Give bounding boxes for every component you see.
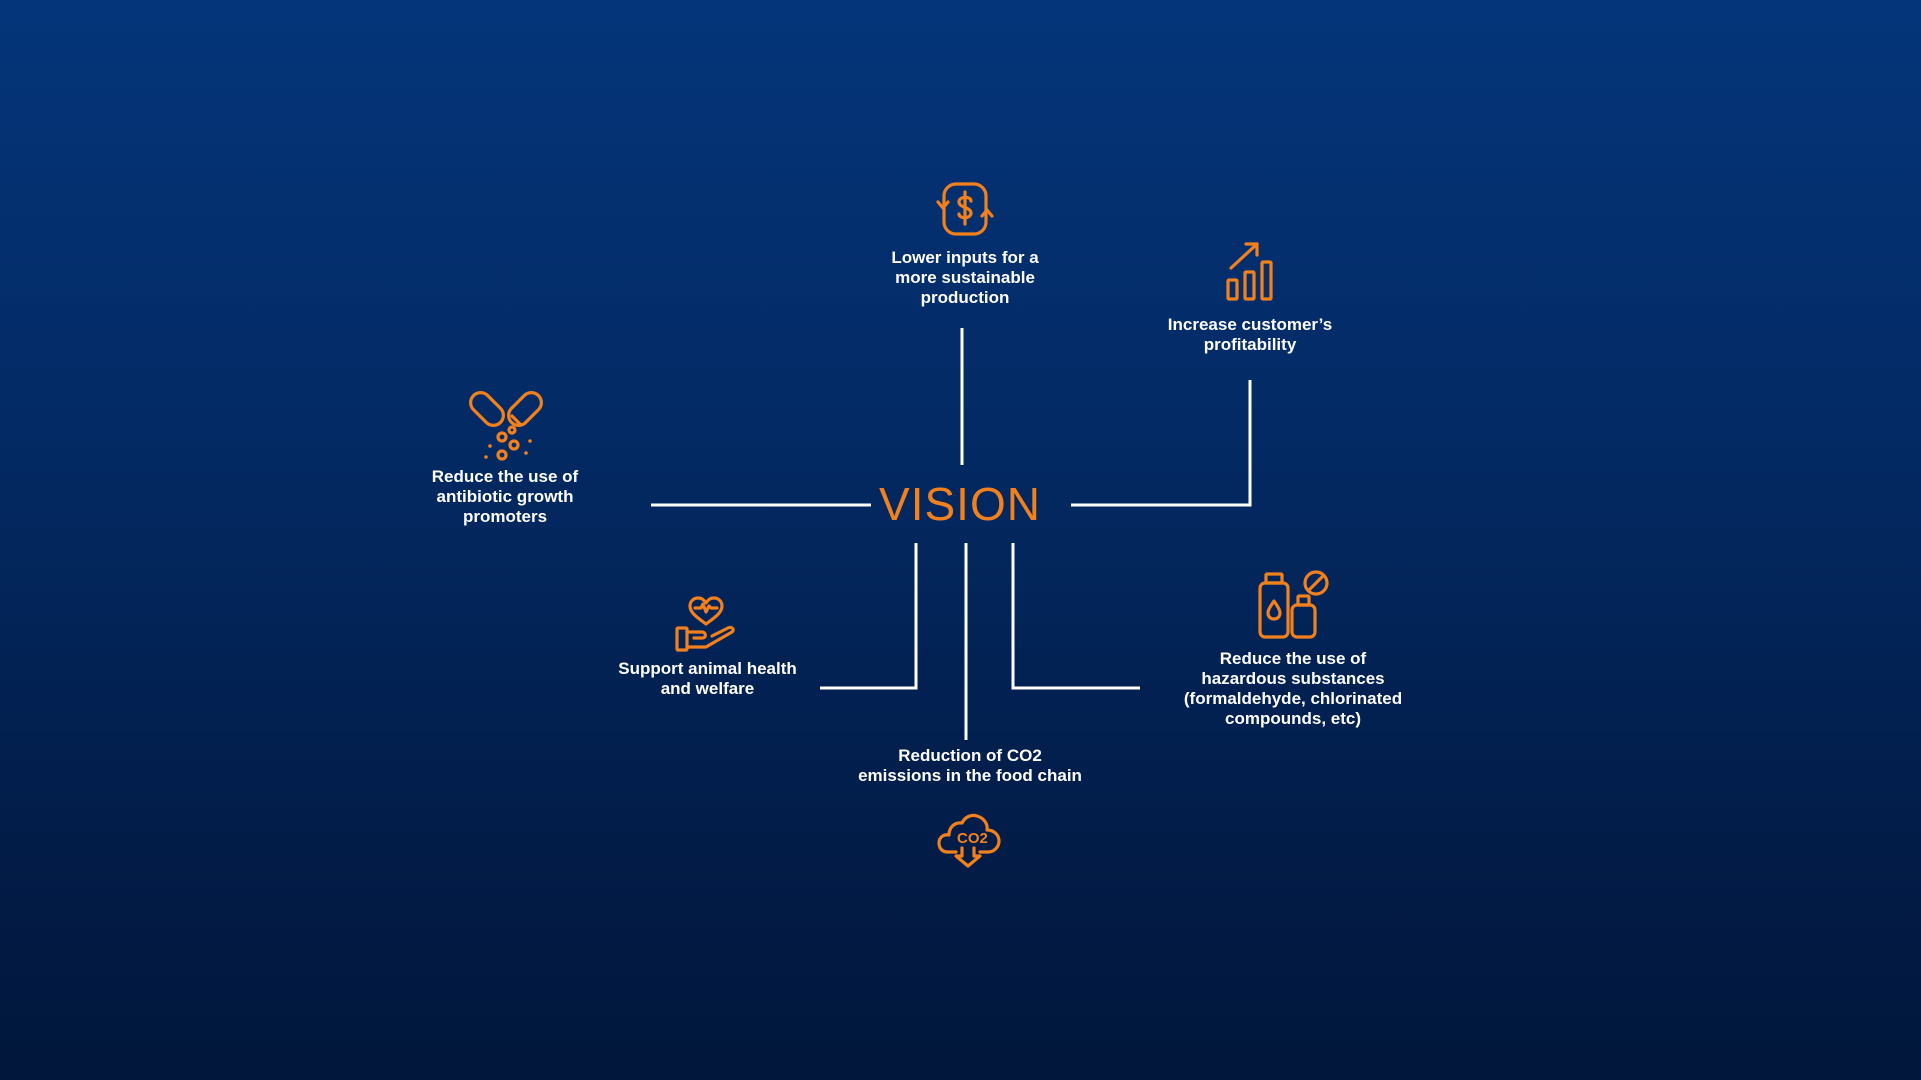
goal-co2: Reduction of CO2 emissions in the food c… <box>840 746 1100 871</box>
vision-title: VISION <box>879 478 1041 530</box>
connector-bottom-left <box>820 543 918 690</box>
goal-animal-health-label: Support animal health and welfare <box>618 659 797 698</box>
goal-hazardous-label: Reduce the use of hazardous substances (… <box>1183 649 1403 728</box>
goal-profitability: Increase customer’s profitability <box>1140 238 1360 358</box>
goal-hazardous: Reduce the use of hazardous substances (… <box>1163 565 1423 735</box>
goal-lower-inputs-label: Lower inputs for a more sustainable prod… <box>891 248 1039 307</box>
goal-profitability-label: Increase customer’s profitability <box>1167 315 1333 354</box>
co2-icon-text: CO2 <box>957 830 988 847</box>
co2-cloud-icon: CO2 <box>936 810 1002 868</box>
dollar-exchange-icon <box>934 180 996 238</box>
goal-animal-health: Support animal health and welfare <box>600 590 815 705</box>
goal-lower-inputs: Lower inputs for a more sustainable prod… <box>860 175 1070 315</box>
growth-chart-icon <box>1224 240 1278 302</box>
connector-bottom-right <box>1011 543 1140 690</box>
goal-antibiotics-label: Reduce the use of antibiotic growth prom… <box>431 467 579 526</box>
chemical-bottles-icon <box>1255 569 1331 641</box>
heart-hand-icon <box>674 596 738 656</box>
goal-antibiotics: Reduce the use of antibiotic growth prom… <box>400 383 610 533</box>
capsule-pill-icon <box>464 385 548 465</box>
goal-co2-label: Reduction of CO2 emissions in the food c… <box>858 746 1082 785</box>
connector-right <box>1071 380 1252 507</box>
